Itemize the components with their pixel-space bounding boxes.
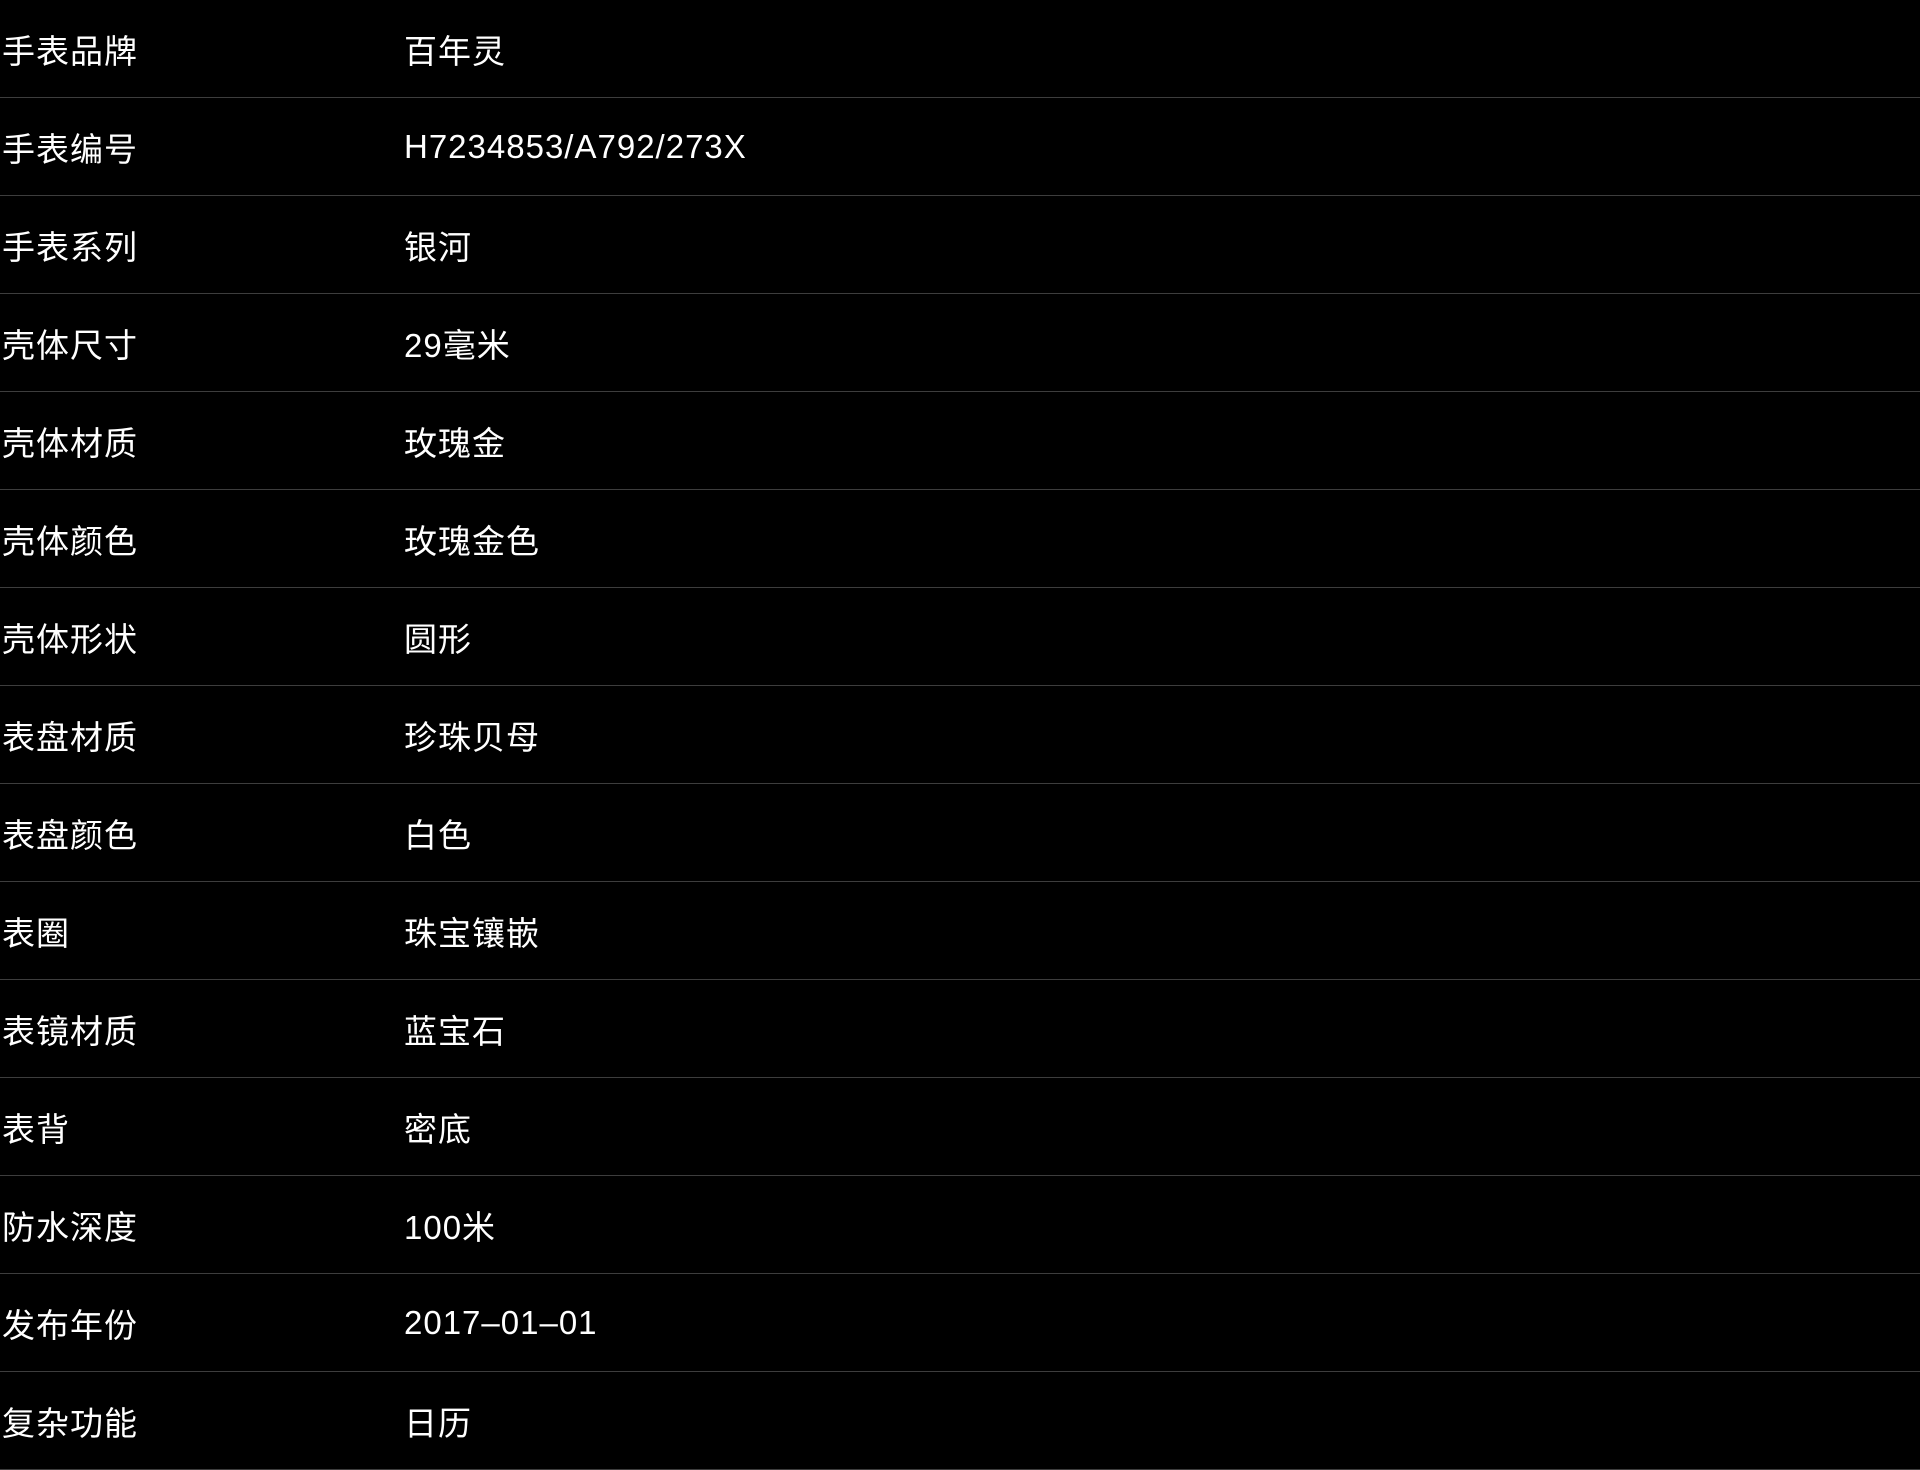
table-row-complications: 复杂功能 日历 <box>0 1372 1920 1470</box>
row-value: H7234853/A792/273X <box>404 127 747 165</box>
row-value: 2017–01–01 <box>404 1303 598 1341</box>
row-label: 发布年份 <box>2 1306 138 1344</box>
row-label: 手表编号 <box>2 130 138 168</box>
row-value: 玫瑰金 <box>404 424 506 462</box>
table-row-dial-color: 表盘颜色 白色 <box>0 784 1920 882</box>
row-value: 珍珠贝母 <box>404 718 540 756</box>
row-value: 百年灵 <box>404 32 506 70</box>
row-label: 壳体材质 <box>2 424 138 462</box>
row-label: 防水深度 <box>2 1208 138 1246</box>
row-label: 表圈 <box>2 914 70 952</box>
row-value: 29毫米 <box>404 326 511 364</box>
row-value: 珠宝镶嵌 <box>404 914 540 952</box>
row-label: 手表系列 <box>2 228 138 266</box>
row-value: 银河 <box>404 228 472 266</box>
row-label: 表盘材质 <box>2 718 138 756</box>
table-row-case-back: 表背 密底 <box>0 1078 1920 1176</box>
row-value: 100米 <box>404 1208 497 1246</box>
row-label: 壳体尺寸 <box>2 326 138 364</box>
table-row-bezel: 表圈 珠宝镶嵌 <box>0 882 1920 980</box>
table-row-case-color: 壳体颜色 玫瑰金色 <box>0 490 1920 588</box>
table-row-crystal-material: 表镜材质 蓝宝石 <box>0 980 1920 1078</box>
row-value: 密底 <box>404 1110 472 1148</box>
table-row-dial-material: 表盘材质 珍珠贝母 <box>0 686 1920 784</box>
row-value: 白色 <box>404 816 472 854</box>
table-row-brand: 手表品牌 百年灵 <box>0 0 1920 98</box>
table-row-model-number: 手表编号 H7234853/A792/273X <box>0 98 1920 196</box>
row-label: 手表品牌 <box>2 32 138 70</box>
table-row-water-resistance: 防水深度 100米 <box>0 1176 1920 1274</box>
table-row-case-material: 壳体材质 玫瑰金 <box>0 392 1920 490</box>
row-label: 复杂功能 <box>2 1404 138 1442</box>
row-label: 壳体颜色 <box>2 522 138 560</box>
row-label: 表镜材质 <box>2 1012 138 1050</box>
table-row-case-size: 壳体尺寸 29毫米 <box>0 294 1920 392</box>
row-label: 壳体形状 <box>2 620 138 658</box>
row-value: 圆形 <box>404 620 472 658</box>
row-value: 蓝宝石 <box>404 1012 506 1050</box>
row-label: 表背 <box>2 1110 70 1148</box>
table-row-series: 手表系列 银河 <box>0 196 1920 294</box>
row-value: 玫瑰金色 <box>404 522 540 560</box>
row-value: 日历 <box>404 1404 472 1442</box>
table-row-release-year: 发布年份 2017–01–01 <box>0 1274 1920 1372</box>
table-row-case-shape: 壳体形状 圆形 <box>0 588 1920 686</box>
row-label: 表盘颜色 <box>2 816 138 854</box>
